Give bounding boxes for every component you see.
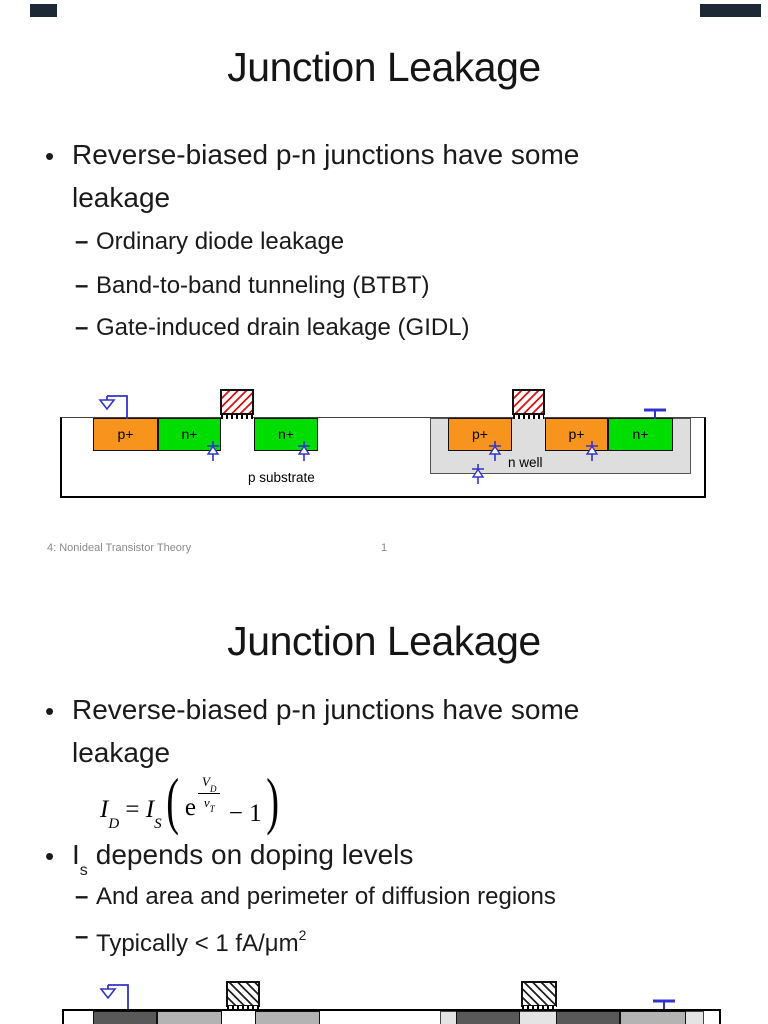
dash-marker: –: [75, 314, 89, 341]
p-plus-region: p+: [93, 418, 158, 451]
bullet-marker: •: [45, 696, 55, 726]
gate-electrode: [512, 389, 545, 415]
bullet-text: Isdepends on doping levels: [72, 839, 414, 879]
sub-bullet: Typically < 1 fA/μm2: [96, 927, 307, 957]
sub-bullet: Ordinary diode leakage: [96, 228, 345, 255]
n-plus-region: n+: [608, 418, 673, 451]
n-plus-region: n+: [255, 1011, 320, 1024]
p-plus-region: p+: [448, 418, 512, 451]
n-plus-region: n+: [157, 1011, 222, 1024]
n-well-label: n well: [508, 455, 543, 470]
ground-icon: [99, 984, 129, 1010]
bullet-text: Reverse-biased p-n junctions have some: [72, 139, 580, 170]
gate-oxide: [221, 415, 253, 419]
equation-lhs: ID = IS: [100, 796, 162, 832]
vdd-icon: [644, 408, 666, 419]
exp-term: e VD vT: [183, 772, 223, 838]
vdd-icon: [653, 999, 675, 1010]
diode-icon: [471, 464, 485, 484]
bullet-text: leakage: [72, 737, 171, 768]
diode-icon: [297, 441, 311, 461]
viewer-chrome-fragment-left: [30, 4, 57, 17]
gate-oxide: [513, 415, 544, 419]
sub-bullet: Gate-induced drain leakage (GIDL): [96, 314, 470, 341]
gate-electrode: [220, 389, 254, 415]
n-plus-region: n+: [620, 1011, 686, 1024]
cmos-cross-section-diagram-gray: p+ n+ n+ p+ p+ n+: [0, 562, 768, 1024]
bullet-text: leakage: [72, 182, 171, 213]
slide1-title: Junction Leakage: [227, 44, 541, 90]
dash-marker: –: [75, 883, 89, 910]
bullet-marker: •: [45, 141, 55, 171]
viewer-chrome-fragment-right: [700, 4, 761, 17]
left-paren: (: [165, 765, 179, 836]
diode-current-equation: ID = IS ( e VD vT − 1 ): [100, 768, 283, 838]
p-plus-region: p+: [556, 1011, 620, 1024]
slide2-title: Junction Leakage: [227, 618, 541, 664]
p-plus-region: p+: [93, 1011, 157, 1024]
sub-bullet: Band-to-band tunneling (BTBT): [96, 272, 430, 299]
gate-oxide: [227, 1006, 259, 1010]
dash-marker: –: [75, 923, 89, 950]
slide-2: Junction Leakage • Reverse-biased p-n ju…: [0, 562, 768, 1024]
ground-icon: [98, 395, 128, 419]
minus-one: − 1: [222, 800, 262, 827]
p-substrate-label: p substrate: [248, 470, 315, 485]
dash-marker: –: [75, 228, 89, 255]
p-plus-region: p+: [456, 1011, 520, 1024]
slide-footer-text: 4: Nonideal Transistor Theory: [47, 542, 192, 554]
slide-page-number: 1: [381, 542, 388, 554]
sub-bullet: And area and perimeter of diffusion regi…: [96, 883, 556, 910]
diode-icon: [206, 441, 220, 461]
slide-1: Junction Leakage • Reverse-biased p-n ju…: [45, 44, 706, 554]
bullet-marker: •: [45, 841, 55, 871]
n-plus-region: n+: [254, 418, 318, 451]
right-paren: ): [265, 765, 279, 836]
dash-marker: –: [75, 272, 89, 299]
diode-icon: [488, 441, 502, 461]
bullet-text: Reverse-biased p-n junctions have some: [72, 694, 580, 725]
cmos-cross-section-diagram: p+ n+ n+ p+ p+ n+: [60, 389, 706, 498]
exponent-fraction: VD vT: [198, 774, 221, 814]
gate-electrode: [226, 981, 260, 1007]
gate-oxide: [522, 1006, 556, 1010]
diode-icon: [585, 441, 599, 461]
gate-electrode: [521, 981, 557, 1007]
